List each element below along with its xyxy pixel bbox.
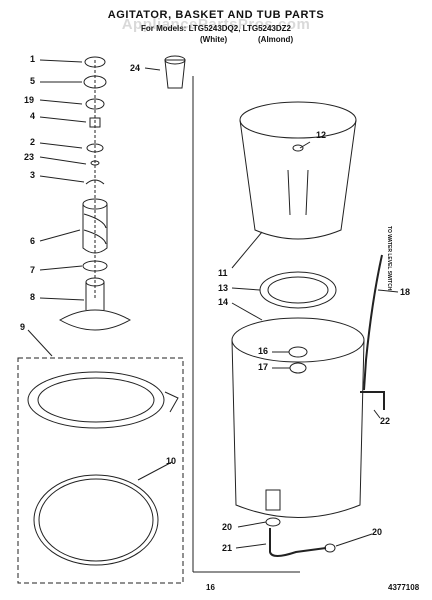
callout-12: 12: [316, 130, 327, 140]
callout-20-lower: 20: [372, 527, 383, 537]
color-almond-label: (Almond): [258, 35, 294, 44]
callout-2: 2: [30, 137, 36, 147]
callout-21: 21: [222, 543, 233, 553]
color-white-label: (White): [200, 35, 228, 44]
page-title: AGITATOR, BASKET AND TUB PARTS: [107, 9, 325, 21]
callout-11: 11: [218, 268, 228, 278]
callout-10: 10: [166, 456, 177, 466]
callout-9: 9: [20, 322, 26, 332]
callout-14: 14: [218, 297, 229, 307]
callout-16: 16: [258, 346, 269, 356]
watermark: AppliancePartsPros.com: [121, 16, 311, 33]
callout-6: 6: [30, 236, 36, 246]
model-line: For Models: LTG5243DQ2, LTG5243DZ2: [141, 24, 291, 33]
callout-13: 13: [218, 283, 229, 293]
callout-3: 3: [30, 170, 36, 180]
callout-7: 7: [30, 265, 36, 275]
callout-17: 17: [258, 362, 269, 372]
callout-8: 8: [30, 292, 36, 302]
callout-19: 19: [24, 95, 35, 105]
callout-23: 23: [24, 152, 35, 162]
callout-22: 22: [380, 416, 391, 426]
water-level-note: TO WATER LEVEL SWITCH: [386, 226, 392, 291]
document-number: 4377108: [388, 583, 420, 592]
page-number: 16: [206, 583, 215, 592]
callout-20-upper: 20: [222, 522, 233, 532]
callout-24: 24: [130, 63, 141, 73]
callout-1: 1: [30, 54, 36, 64]
callout-5: 5: [30, 76, 36, 86]
callout-4: 4: [30, 111, 36, 121]
callout-18: 18: [400, 287, 411, 297]
